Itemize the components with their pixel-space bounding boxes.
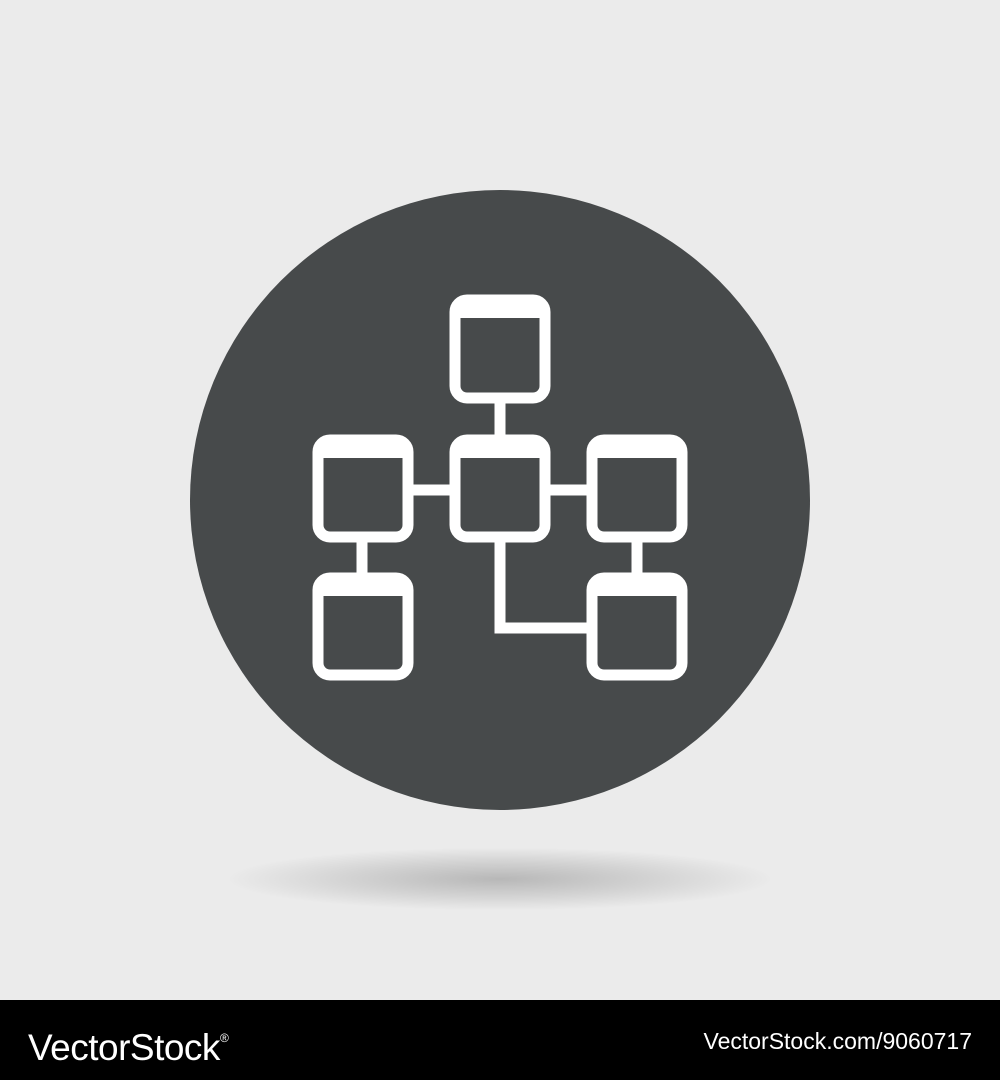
table-bottom-left (312, 572, 414, 681)
icon-canvas (190, 190, 810, 910)
connector-lines (356, 398, 643, 634)
vectorstock-logo: VectorStock® (28, 1018, 229, 1068)
table-right (586, 434, 688, 543)
circle-background (190, 190, 810, 810)
image-url: VectorStock.com/9060717 (703, 1028, 973, 1054)
logo-trademark: ® (219, 1031, 229, 1045)
table-left (312, 434, 414, 543)
connector-center-bottomright (494, 537, 592, 634)
table-top (449, 294, 551, 404)
drop-shadow (230, 848, 770, 910)
footer-bar: VectorStock® VectorStock.com/9060717 (0, 1000, 1000, 1080)
table-bottom-right (586, 572, 688, 681)
database-schema-network-icon (190, 190, 810, 810)
logo-text: VectorStock (28, 1027, 220, 1068)
table-center (449, 434, 551, 543)
